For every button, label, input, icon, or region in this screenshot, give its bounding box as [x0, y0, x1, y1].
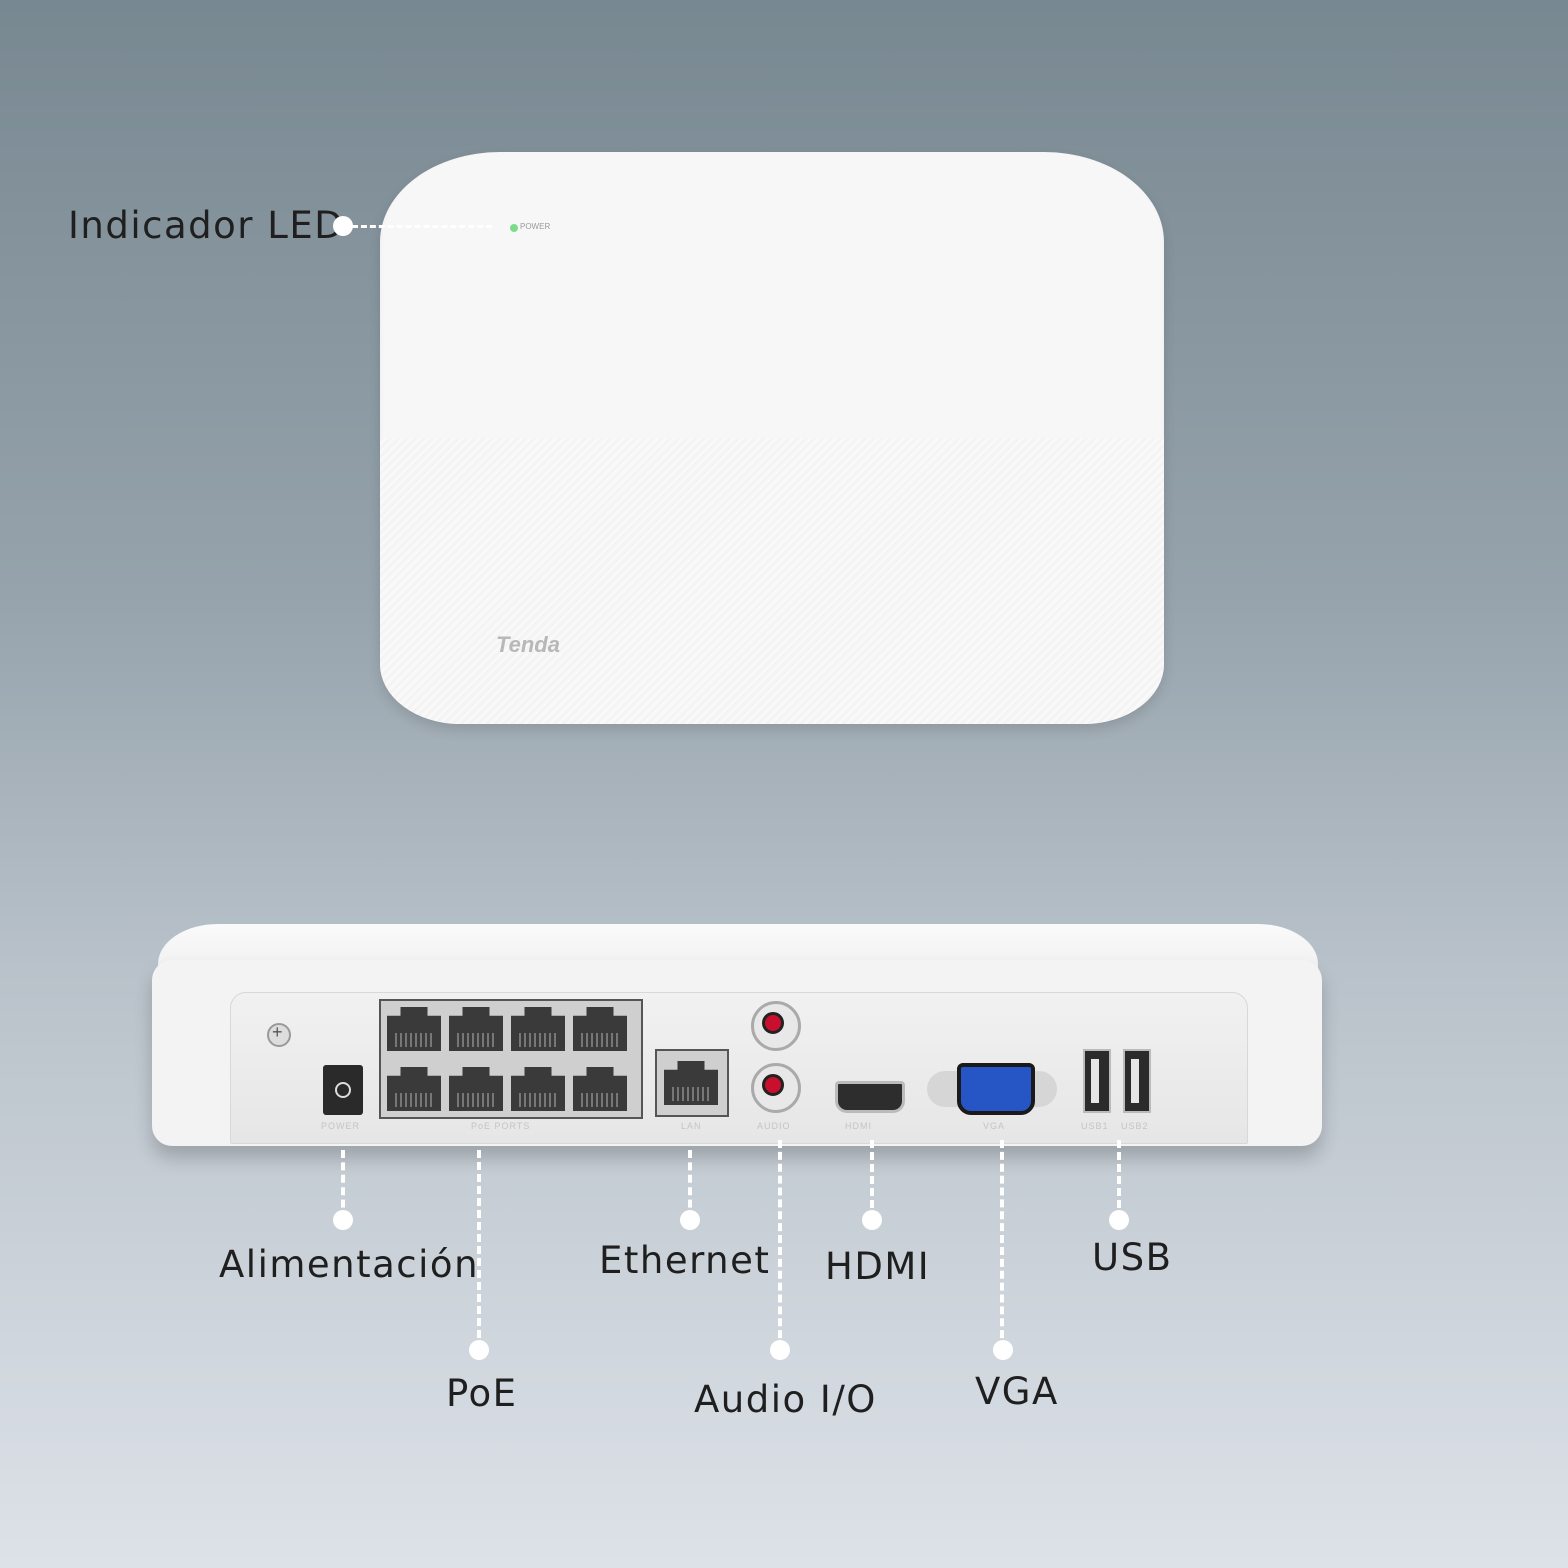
usb2-port-label: USB2 [1121, 1121, 1149, 1131]
brand-logo: Tenda [496, 632, 560, 657]
callout-led-label: Indicador LED [68, 204, 345, 247]
callout-power-line [341, 1150, 345, 1220]
poe-port-label: PoE PORTS [471, 1121, 531, 1131]
poe-port-7 [511, 1067, 565, 1111]
callout-hdmi-label: HDMI [825, 1245, 931, 1288]
power-jack [323, 1065, 363, 1115]
power-port-label: POWER [321, 1121, 361, 1131]
hdmi-port-label: HDMI [845, 1121, 872, 1131]
callout-led-line [352, 225, 492, 228]
vga-port-label: VGA [983, 1121, 1006, 1131]
poe-port-4 [573, 1007, 627, 1051]
usb1-port-label: USB1 [1081, 1121, 1109, 1131]
callout-audio-dot [770, 1340, 790, 1360]
nvr-top-view: POWER Tenda [380, 152, 1164, 724]
audio-port-label: AUDIO [757, 1121, 791, 1131]
callout-power-label: Alimentación [219, 1243, 480, 1286]
callout-usb-label: USB [1092, 1236, 1173, 1279]
audio-in-jack [751, 1001, 801, 1051]
power-led [510, 224, 518, 232]
callout-vga-dot [993, 1340, 1013, 1360]
lan-jack [664, 1061, 718, 1105]
callout-vga-label: VGA [975, 1370, 1059, 1413]
rear-panel: POWER PoE PORTS LAN AUDIO HDMI VGA USB1 … [230, 992, 1248, 1144]
callout-ethernet-line [688, 1150, 692, 1220]
callout-poe-label: PoE [446, 1372, 518, 1415]
callout-audio-line [778, 1140, 782, 1350]
vga-port [957, 1063, 1035, 1115]
callout-audio-label: Audio I/O [694, 1378, 877, 1421]
callout-hdmi-line [870, 1140, 874, 1220]
lid-texture [380, 438, 1164, 724]
ground-screw-icon [267, 1022, 291, 1047]
callout-ethernet-dot [680, 1210, 700, 1230]
callout-hdmi-dot [862, 1210, 882, 1230]
lan-port [655, 1049, 729, 1117]
callout-ethernet-label: Ethernet [599, 1239, 771, 1282]
callout-poe-line [477, 1150, 481, 1350]
callout-led-dot [333, 216, 353, 236]
power-led-label: POWER [520, 222, 551, 231]
poe-port-2 [449, 1007, 503, 1051]
poe-ports [379, 999, 643, 1119]
poe-port-6 [449, 1067, 503, 1111]
usb-port-2 [1123, 1049, 1151, 1113]
nvr-back-view: POWER PoE PORTS LAN AUDIO HDMI VGA USB1 … [152, 924, 1322, 1150]
callout-vga-line [1000, 1140, 1004, 1350]
callout-usb-dot [1109, 1210, 1129, 1230]
hdmi-port [835, 1081, 905, 1113]
lan-port-label: LAN [681, 1121, 702, 1131]
poe-port-3 [511, 1007, 565, 1051]
callout-power-dot [333, 1210, 353, 1230]
poe-port-5 [387, 1067, 441, 1111]
poe-port-8 [573, 1067, 627, 1111]
audio-out-jack [751, 1063, 801, 1113]
usb-port-1 [1083, 1049, 1111, 1113]
callout-poe-dot [469, 1340, 489, 1360]
callout-usb-line [1117, 1140, 1121, 1220]
poe-port-1 [387, 1007, 441, 1051]
